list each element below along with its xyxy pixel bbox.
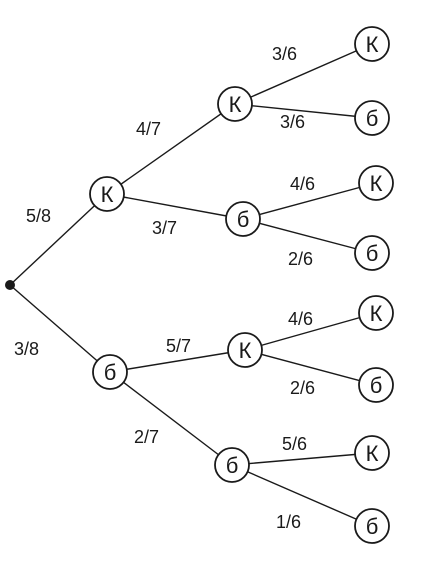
edge-label-root-b: 3/8 [14,339,39,359]
node-label: б [366,241,379,266]
node-bb: б [214,447,250,483]
node-bk: К [227,332,263,368]
edge-kb-kbk [242,182,377,220]
edge-b-bk [109,349,246,373]
edge-k-kk [106,103,236,195]
node-label: К [229,92,242,117]
node-label: К [370,171,383,196]
edge-label-kb-kbk: 4/6 [290,174,315,194]
node-label: б [366,106,379,131]
edge-label-bb-bbk: 5/6 [282,434,307,454]
node-label: К [239,338,252,363]
node-kkb: б [354,100,390,136]
node-bbk: К [354,435,390,471]
node-label: б [237,207,250,232]
node-k: К [89,176,125,212]
edge-bb-bbk [231,452,373,466]
edge-label-bk-bkk: 4/6 [288,309,313,329]
edge-label-kk-kkk: 3/6 [272,44,297,64]
edge-label-bb-bbb: 1/6 [276,512,301,532]
edge-label-b-bb: 2/7 [134,427,159,447]
node-label: К [101,182,114,207]
edge-root-b [9,284,111,373]
node-kk: К [217,86,253,122]
node-kbk: К [358,165,394,201]
edge-label-b-bk: 5/7 [166,336,191,356]
root-node-dot [5,280,15,290]
edge-labels: 5/8 3/8 4/7 3/7 5/7 2/7 3/6 3/6 4/6 2/6 … [14,44,315,532]
node-bkk: К [358,295,394,331]
edge-label-kb-kbb: 2/6 [288,249,313,269]
node-bkb: б [358,367,394,403]
edge-kb-kbb [242,218,373,254]
tree-edges [9,43,377,527]
edge-label-kk-kkb: 3/6 [280,112,305,132]
node-b: б [92,354,128,390]
node-label: К [370,301,383,326]
node-label: К [366,32,379,57]
node-label: К [366,441,379,466]
edge-label-k-kk: 4/7 [136,119,161,139]
node-label: б [370,373,383,398]
edge-kk-kkb [234,103,373,119]
node-label: б [226,453,239,478]
edge-label-k-kb: 3/7 [152,218,177,238]
tree-nodes: К б К б К б К б [89,26,394,544]
node-bbb: б [354,508,390,544]
node-kbb: б [354,235,390,271]
edge-k-kb [106,193,244,220]
edge-label-bk-bkb: 2/6 [290,378,315,398]
node-label: б [104,360,117,385]
node-label: б [366,514,379,539]
edge-label-root-k: 5/8 [26,206,51,226]
edge-bk-bkk [244,312,377,351]
node-kb: б [225,201,261,237]
edge-kk-kkk [234,43,373,105]
edge-bb-bbb [231,464,373,527]
edge-bk-bkb [244,349,377,386]
edge-root-k [9,193,108,286]
node-kkk: К [354,26,390,62]
edge-b-bb [109,371,233,466]
